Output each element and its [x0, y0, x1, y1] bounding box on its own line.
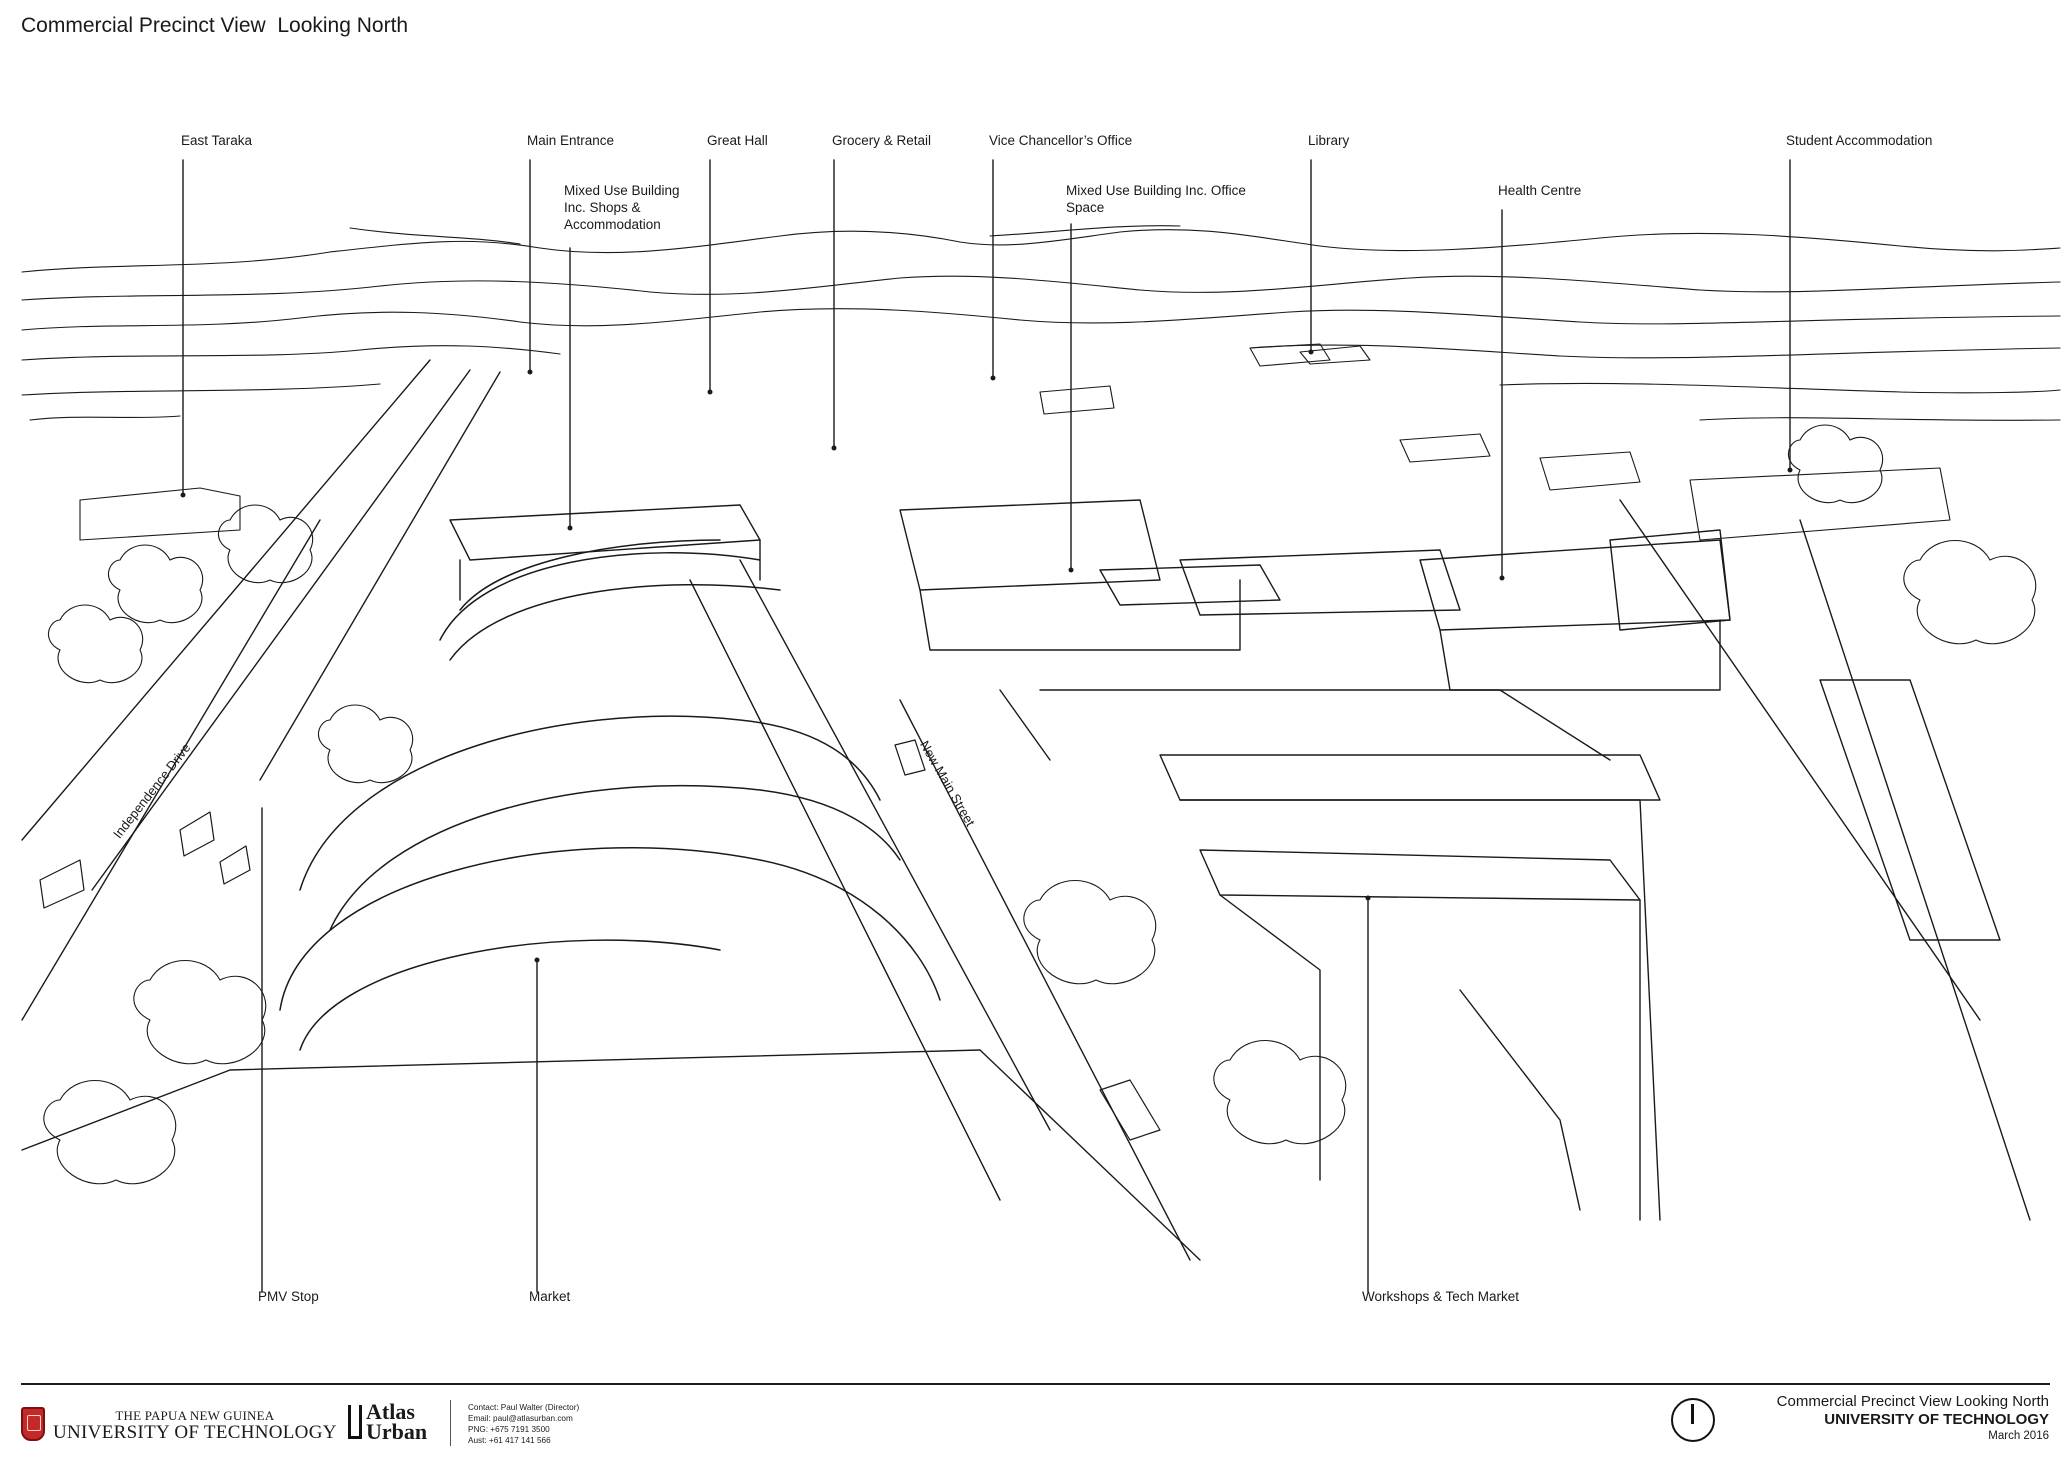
upng-name-line1: THE PAPUA NEW GUINEA	[115, 1408, 275, 1423]
distant-hills	[21, 225, 2061, 421]
contact-phone-png: PNG: +675 7191 3500	[468, 1425, 550, 1434]
independence-drive	[21, 359, 501, 1021]
vehicles	[39, 739, 1161, 1141]
contact-details: Contact: Paul Walter (Director) Email: p…	[468, 1402, 579, 1446]
precinct-edges	[21, 499, 2031, 1261]
label-vice-chancellor: Vice Chancellor’s Office	[989, 133, 1133, 148]
callout-leaders	[182, 159, 1791, 1293]
label-mixed-use-office: Mixed Use Building Inc. Office Space	[1066, 183, 1246, 215]
label-workshops: Workshops & Tech Market	[1362, 1289, 1520, 1304]
label-student-accommodation: Student Accommodation	[1786, 133, 1933, 148]
north-arrow-icon	[1671, 1398, 1715, 1442]
upng-name-line2: UNIVERSITY OF TECHNOLOGY	[53, 1422, 337, 1443]
label-market: Market	[529, 1289, 571, 1304]
footer-divider	[450, 1400, 451, 1446]
label-grocery-retail: Grocery & Retail	[832, 133, 932, 148]
label-great-hall: Great Hall	[707, 133, 768, 148]
atlas-name-line2: Urban	[366, 1419, 428, 1444]
label-library: Library	[1308, 133, 1350, 148]
contact-phone-aust: Aust: +61 417 141 566	[468, 1436, 551, 1445]
title-block-title: Commercial Precinct View Looking North	[1776, 1393, 2049, 1410]
label-health-centre: Health Centre	[1498, 183, 1582, 198]
page-title: Commercial Precinct View Looking North	[21, 14, 409, 37]
mixed-use-buildings	[449, 499, 1731, 691]
title-block-org: UNIVERSITY OF TECHNOLOGY	[1824, 1411, 2049, 1428]
upng-logo: THE PAPUA NEW GUINEA UNIVERSITY OF TECHN…	[21, 1407, 337, 1443]
footer-rule	[21, 1383, 2050, 1385]
label-main-entrance: Main Entrance	[527, 133, 615, 148]
label-mixed-use-shops: Mixed Use Building Inc. Shops & Accommod…	[564, 183, 680, 232]
contact-line: Contact: Paul Walter (Director)	[468, 1403, 580, 1412]
distant-buildings	[79, 343, 1951, 541]
market-roofs	[279, 539, 941, 1051]
contact-email: Email: paul@atlasurban.com	[468, 1414, 573, 1423]
label-east-taraka: East Taraka	[181, 133, 253, 148]
label-pmv-stop: PMV Stop	[258, 1289, 319, 1304]
trees	[43, 424, 2037, 1185]
new-main-street	[689, 559, 1051, 1201]
atlas-mark-icon	[348, 1405, 362, 1439]
workshops	[1159, 679, 2001, 1221]
upng-crest-icon	[21, 1407, 45, 1441]
atlas-name-line1: Atlas	[366, 1399, 415, 1424]
atlas-urban-logo: Atlas Urban	[348, 1399, 428, 1444]
title-block-date: March 2016	[1988, 1430, 2049, 1442]
